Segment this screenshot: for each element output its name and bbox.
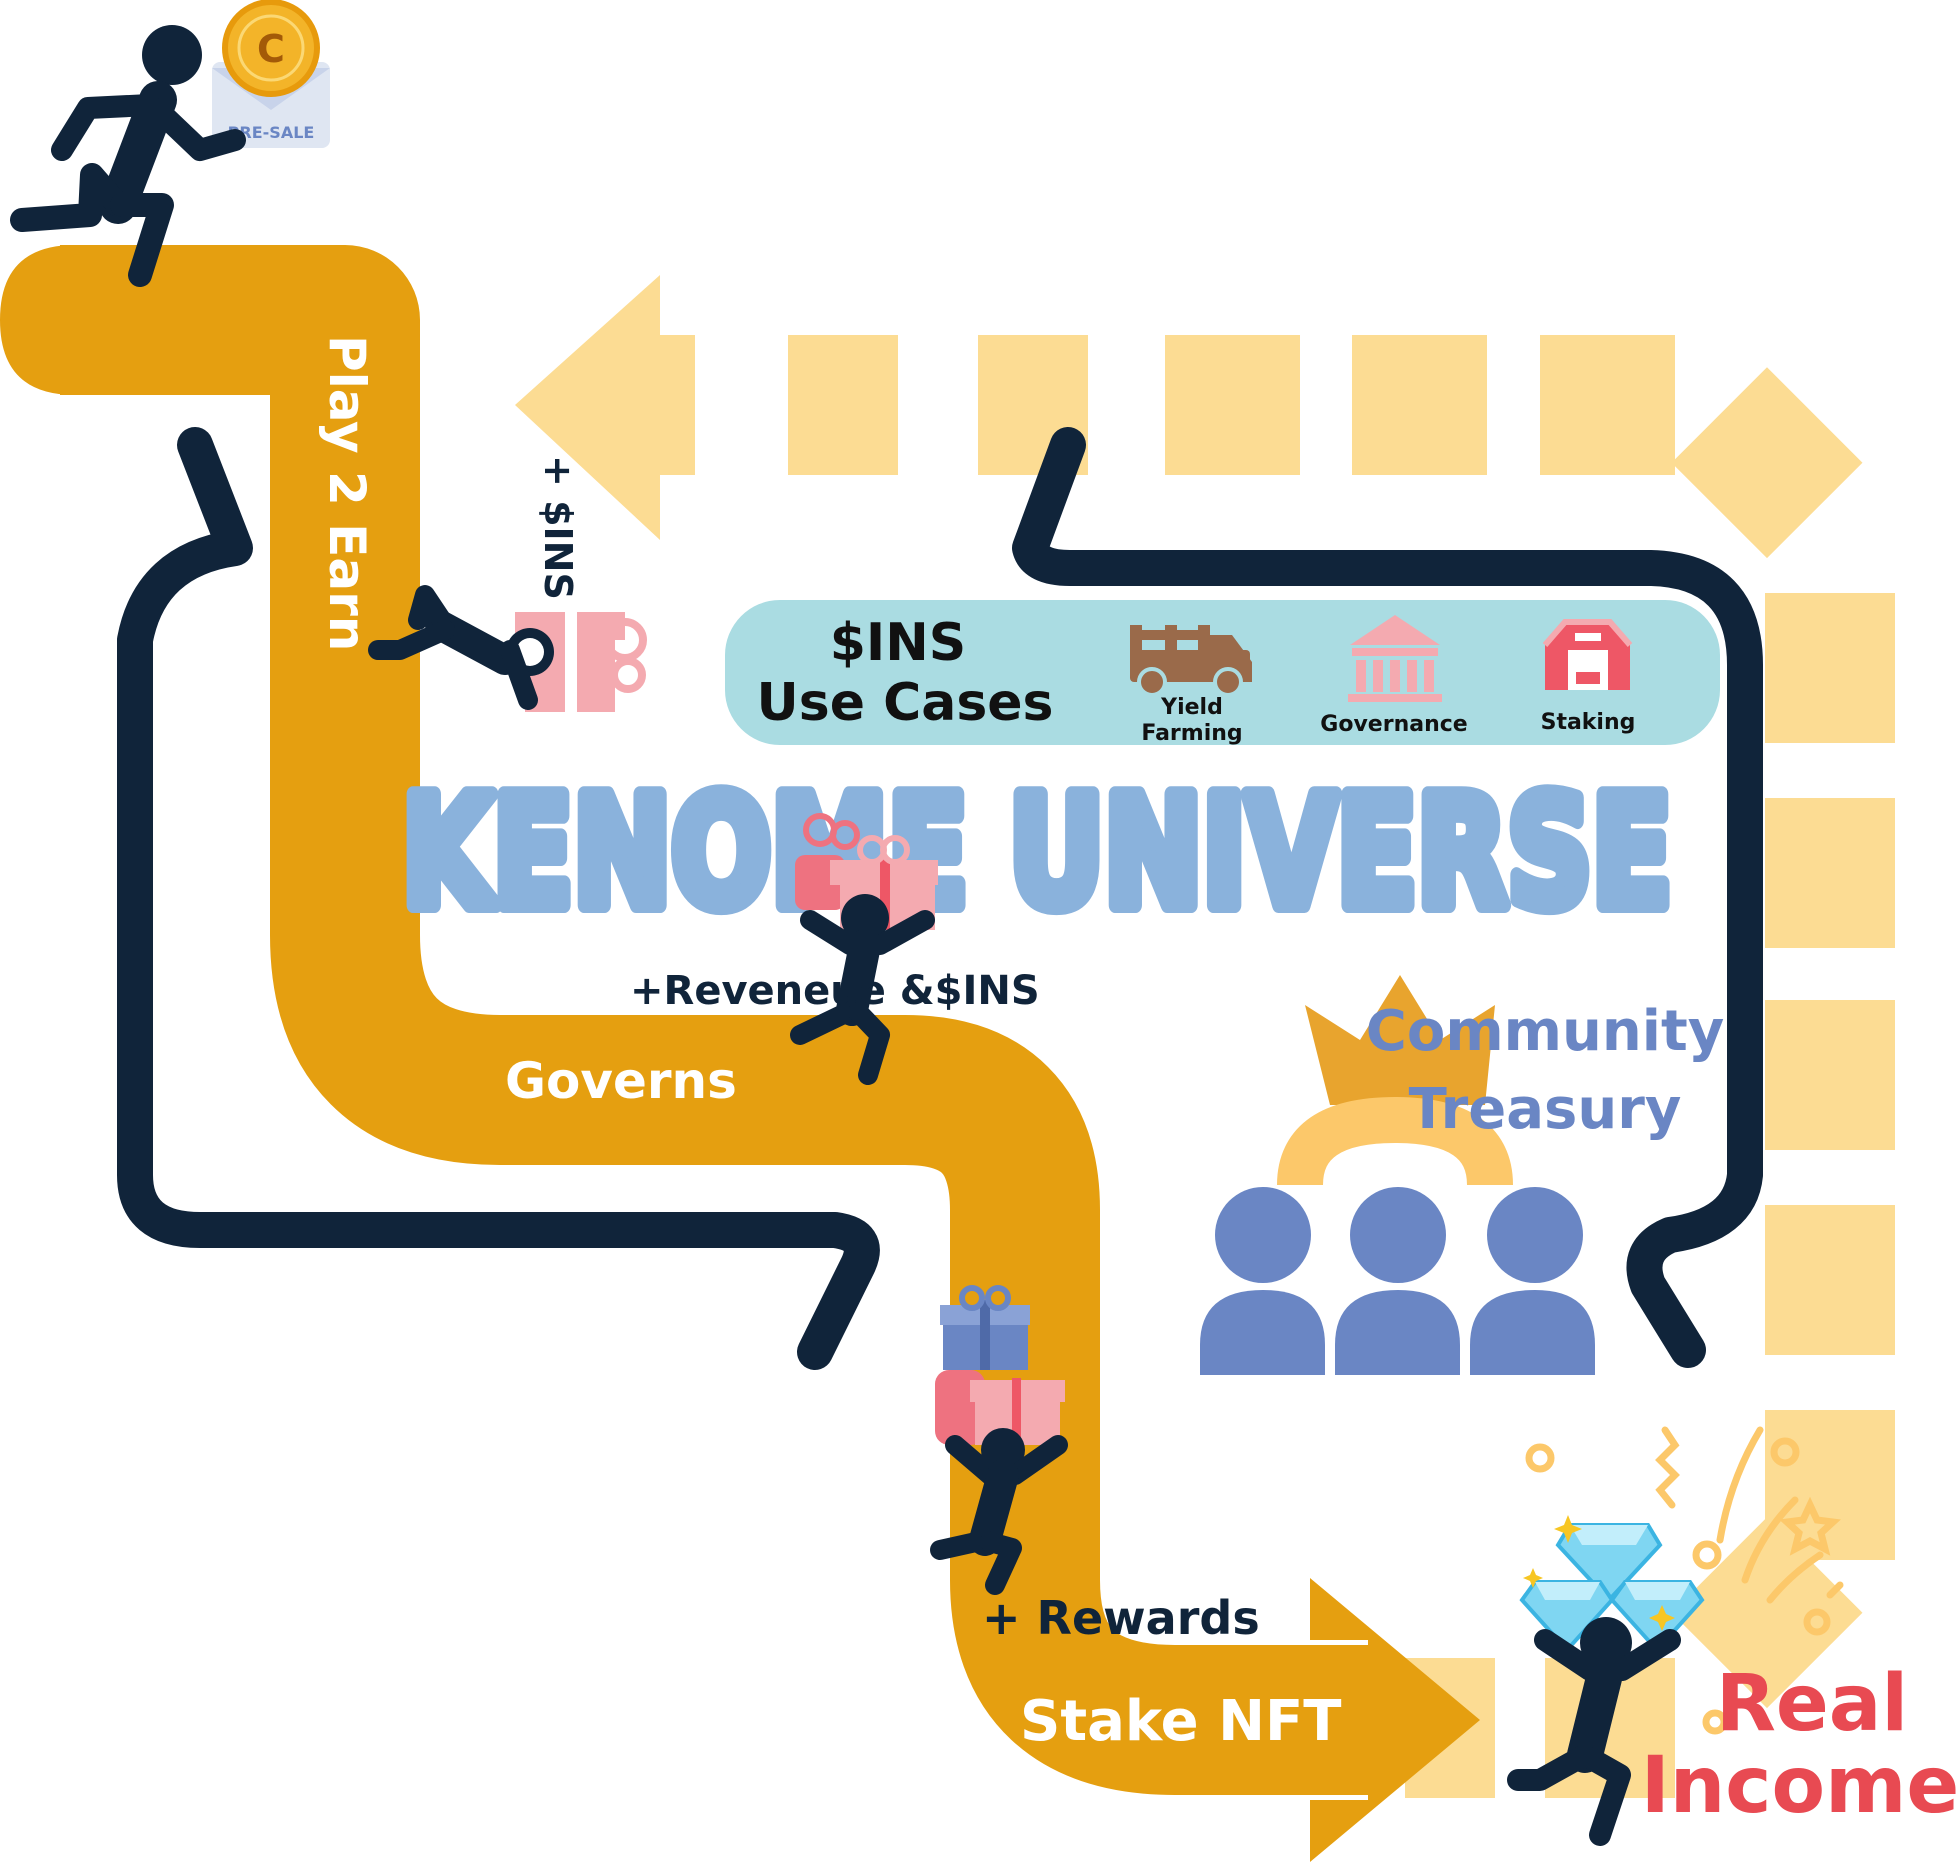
diamond-icons bbox=[1519, 1515, 1705, 1653]
figure-leg bbox=[790, 1000, 862, 1045]
return-route-tile bbox=[1165, 335, 1300, 475]
return-route-tile bbox=[788, 335, 898, 475]
return-route-tile bbox=[1765, 1205, 1895, 1355]
real-income-line1: Real bbox=[1716, 1659, 1908, 1749]
figure-leg bbox=[1579, 1747, 1631, 1846]
return-route-tile bbox=[1540, 335, 1675, 475]
figure-head bbox=[1580, 1617, 1632, 1669]
figure-leg bbox=[368, 620, 455, 660]
outline-left bbox=[117, 427, 880, 1370]
people-group-icon bbox=[1200, 1187, 1595, 1375]
figure-arm bbox=[800, 910, 860, 955]
figure-leg bbox=[110, 193, 174, 287]
figure-body bbox=[836, 929, 881, 1026]
truck-icon bbox=[1130, 625, 1252, 697]
staking-item: Staking bbox=[1541, 619, 1636, 735]
governance-label: Governance bbox=[1320, 712, 1467, 737]
universe-outline bbox=[117, 427, 1763, 1370]
treasury-arch bbox=[1277, 1096, 1513, 1187]
return-route-tile bbox=[1765, 798, 1895, 948]
bank-icon bbox=[1348, 615, 1442, 702]
main-path bbox=[0, 245, 1480, 1862]
outline-right bbox=[1012, 427, 1763, 1368]
return-route-tile bbox=[1671, 367, 1863, 559]
presale-envelope: C PRE-SALE bbox=[212, 0, 330, 148]
coin-inner bbox=[237, 14, 305, 82]
figure-arm bbox=[500, 640, 538, 710]
celebrating-figure bbox=[1507, 1617, 1681, 1846]
figure-leg bbox=[980, 1532, 1022, 1595]
return-arrow-head bbox=[515, 275, 695, 540]
yield-farming-label-line2: Farming bbox=[1141, 721, 1242, 746]
coin-letter: C bbox=[257, 27, 285, 71]
figure-leg bbox=[930, 1530, 995, 1560]
presale-label: PRE-SALE bbox=[228, 123, 315, 142]
diamond-icon bbox=[1519, 1580, 1615, 1653]
figure-leg bbox=[848, 1002, 890, 1085]
figure-arm bbox=[51, 94, 161, 161]
revenue-gain-label: +Reveneue &$INS bbox=[630, 968, 1040, 1014]
path-arrow-head bbox=[1310, 1578, 1480, 1862]
return-route-tile bbox=[1671, 1517, 1863, 1709]
governance-item: Governance bbox=[1320, 615, 1468, 737]
running-figure bbox=[10, 25, 246, 287]
rewards-gain-label: + Rewards bbox=[982, 1591, 1260, 1645]
figure-head bbox=[981, 1428, 1025, 1472]
revenue-figure bbox=[790, 813, 938, 1085]
figure-arm bbox=[945, 1435, 1000, 1485]
return-route-tile bbox=[1765, 1410, 1895, 1560]
return-route-tile bbox=[1352, 335, 1487, 475]
ins-gain-label: + $INS bbox=[536, 455, 580, 600]
stake-nft-label: Stake NFT bbox=[1020, 1689, 1341, 1754]
treasury-label-line1: Community bbox=[1366, 999, 1724, 1064]
main-path-band bbox=[60, 245, 1380, 1795]
figure-head bbox=[142, 25, 202, 85]
figure-leg bbox=[10, 163, 130, 232]
figure-arm bbox=[1611, 1629, 1681, 1681]
figure-arm bbox=[147, 99, 246, 161]
gift-catching-figure bbox=[368, 585, 647, 712]
figure-leg bbox=[408, 585, 455, 635]
main-title: KENOME UNIVERSE bbox=[402, 764, 1672, 941]
real-income-line2: Income bbox=[1641, 1741, 1959, 1831]
figure-head bbox=[841, 894, 889, 942]
barn-icon bbox=[1542, 619, 1633, 690]
figure-arm bbox=[1534, 1629, 1601, 1681]
crown-icon bbox=[1305, 975, 1495, 1105]
yield-farming-item: Yield Farming bbox=[1130, 625, 1252, 746]
figure-arm bbox=[1005, 1435, 1068, 1485]
figure-body bbox=[969, 1459, 1019, 1556]
use-cases-panel: $INS Use Cases Yield Farming bbox=[725, 600, 1720, 746]
figure-body bbox=[1567, 1652, 1624, 1773]
community-treasury: Community Treasury bbox=[1200, 975, 1724, 1375]
return-route-tile bbox=[1765, 593, 1895, 743]
governs-label: Governs bbox=[505, 1052, 737, 1110]
staking-label: Staking bbox=[1541, 710, 1636, 735]
diamond-icon bbox=[1555, 1523, 1663, 1603]
figure-leg bbox=[1507, 1744, 1596, 1791]
use-cases-title-line2: Use Cases bbox=[757, 673, 1054, 733]
path-start-cap bbox=[0, 245, 420, 405]
return-route-tile bbox=[1765, 1000, 1895, 1150]
yield-farming-label-line1: Yield bbox=[1160, 695, 1223, 720]
treasury-label-line2: Treasury bbox=[1409, 1077, 1682, 1142]
play2earn-label: Play 2 Earn bbox=[318, 335, 376, 651]
gift-icon bbox=[935, 1285, 1065, 1445]
rewards-figure bbox=[930, 1285, 1068, 1595]
use-cases-title-line1: $INS bbox=[830, 613, 967, 673]
figure-arm bbox=[870, 910, 935, 955]
celebration-confetti bbox=[1525, 1426, 1844, 1735]
